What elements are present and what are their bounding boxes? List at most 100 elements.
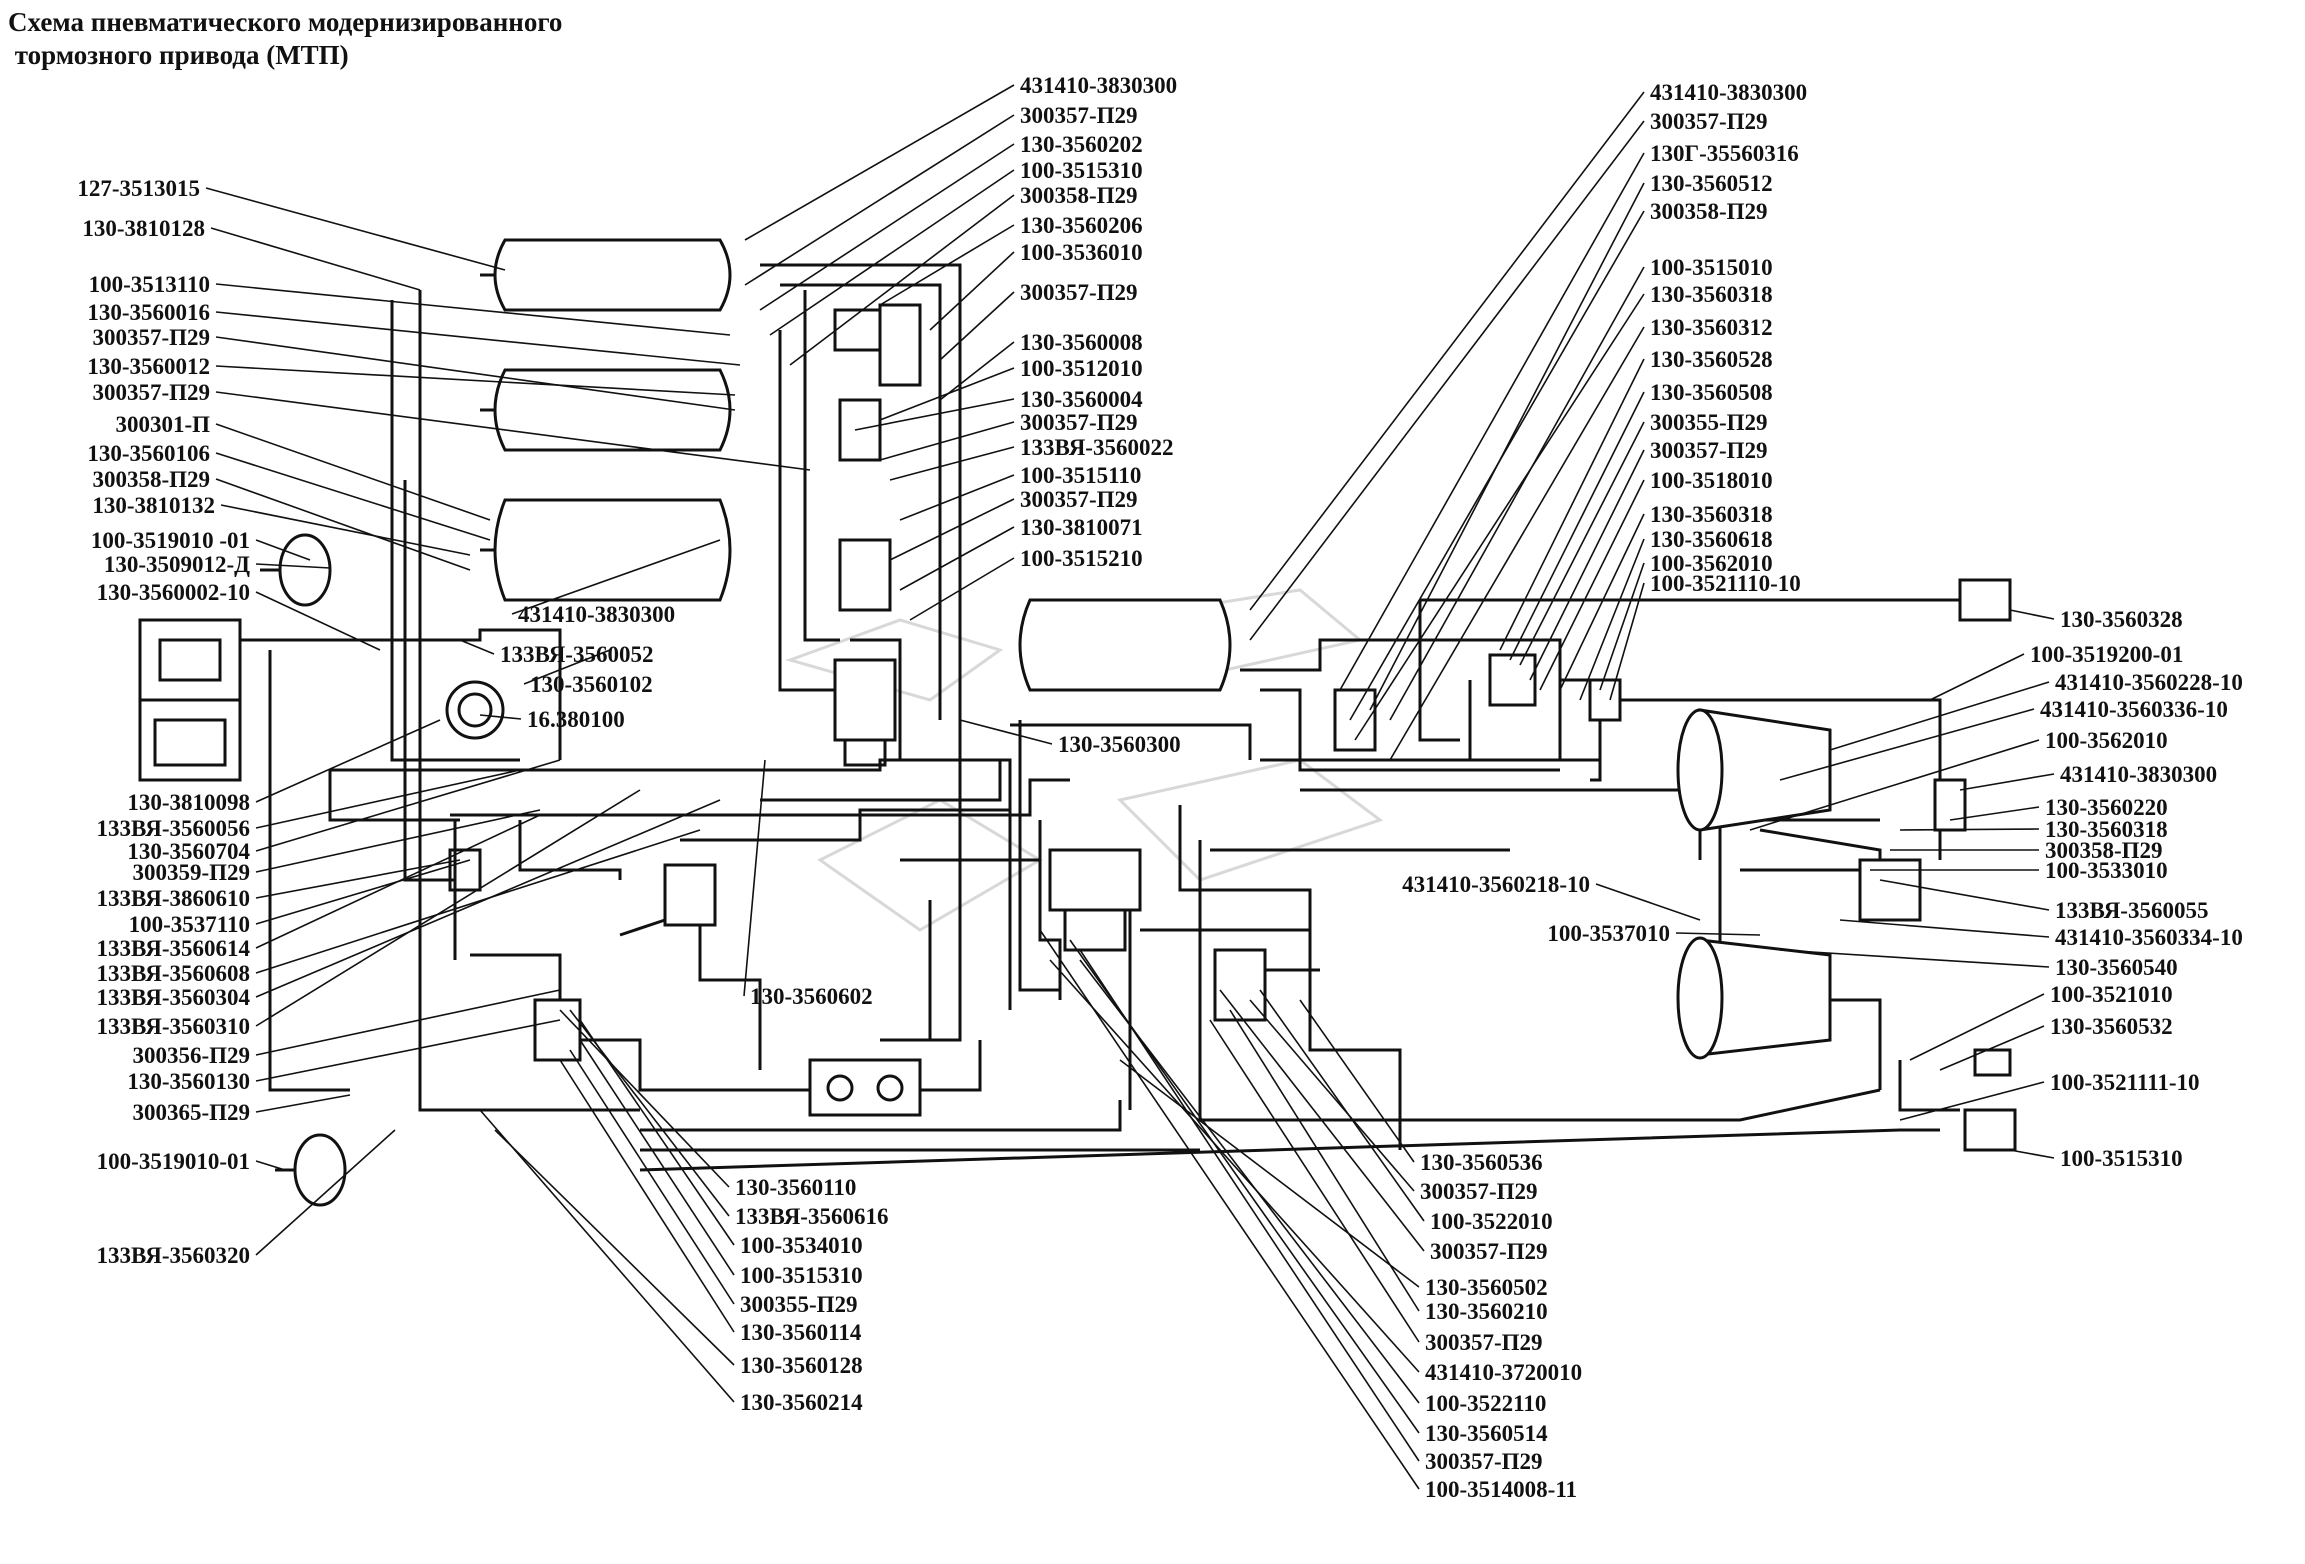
part-label: 300357-П29	[92, 325, 210, 350]
leader-line	[1839, 919, 2050, 938]
receiver-tank-1	[480, 238, 732, 312]
part-label: 100-3522110	[1425, 1391, 1546, 1416]
compressor	[138, 618, 242, 782]
leader-line	[1249, 91, 1645, 611]
leader-line	[1219, 989, 1425, 1252]
part-label: 133ВЯ-3560055	[2055, 898, 2208, 923]
leader-line	[255, 539, 311, 561]
leader-line	[255, 989, 561, 1056]
leader-line	[1529, 449, 1645, 681]
part-label: 130-3560300	[1058, 732, 1181, 757]
part-label: 130-3560220	[2045, 795, 2168, 820]
leader-line	[220, 504, 471, 556]
part-label: 300358-П29	[2045, 838, 2163, 863]
part-label: 130-3560508	[1650, 380, 1773, 405]
leader-line	[769, 169, 1015, 336]
leader-line	[1039, 929, 1420, 1490]
part-label: 130-3560512	[1650, 171, 1773, 196]
leader-line	[511, 539, 721, 615]
part-label: 431410-3560336-10	[2040, 697, 2228, 722]
part-label: 130-3560328	[2060, 607, 2183, 632]
leader-line	[255, 809, 541, 873]
part-label: 130-3560214	[740, 1390, 863, 1415]
part-label: 100-3521010	[2050, 982, 2173, 1007]
leader-line	[1079, 949, 1420, 1462]
leader-line	[215, 365, 736, 396]
right-valve-2	[1488, 653, 1537, 707]
leader-line	[1899, 828, 2040, 831]
part-labels: 127-3513015130-3810128100-3513110130-356…	[77, 73, 2243, 1502]
components	[138, 238, 2017, 1207]
part-label: 130-3810098	[127, 790, 250, 815]
part-label: 130-3560012	[87, 354, 210, 379]
leader-line	[479, 1109, 735, 1403]
part-label: 100-3521110-10	[1650, 571, 1801, 596]
leader-line	[494, 1129, 735, 1366]
leader-line	[2009, 609, 2055, 620]
part-label: 431410-3830300	[518, 602, 675, 627]
leader-line	[569, 1049, 735, 1305]
part-label: 130-3560528	[1650, 347, 1773, 372]
part-label: 100-3536010	[1020, 240, 1143, 265]
part-label: 100-3515310	[2060, 1146, 2183, 1171]
part-label: 130-3560502	[1425, 1275, 1548, 1300]
leader-line	[255, 591, 381, 651]
receiver-tank-3	[480, 498, 732, 602]
leader-line	[744, 84, 1015, 241]
trailer-coupling-mid	[1973, 1048, 2012, 1077]
part-label: 100-3534010	[740, 1233, 863, 1258]
leader-line	[1599, 562, 1645, 691]
part-label: 130-3560106	[87, 441, 210, 466]
part-label: 133ВЯ-3560320	[97, 1243, 250, 1268]
leader-line	[255, 789, 641, 1027]
part-label: 300357-П29	[1420, 1179, 1538, 1204]
part-label: 431410-3560228-10	[2055, 670, 2243, 695]
central-valve	[1048, 848, 1142, 952]
leader-line	[879, 367, 1015, 421]
leader-line	[1779, 949, 2050, 968]
front-brake-chamber	[260, 533, 332, 607]
four-circuit-valve	[808, 1058, 922, 1117]
part-label: 130-3560206	[1020, 213, 1143, 238]
leader-line	[215, 478, 471, 571]
part-label: 130-3560128	[740, 1353, 863, 1378]
part-label: 300359-П29	[132, 860, 250, 885]
leader-line	[899, 526, 1015, 591]
part-label: 133ВЯ-3560056	[97, 816, 250, 841]
part-label: 300357-П29	[1425, 1330, 1543, 1355]
part-label: 130-3560318	[2045, 817, 2168, 842]
part-label: 100-3537110	[129, 912, 250, 937]
part-label: 130-3560114	[740, 1320, 862, 1345]
part-label: 16.380100	[527, 707, 625, 732]
right-valve-3	[1588, 678, 1622, 722]
leader-line	[1939, 1025, 2045, 1071]
leader-line	[479, 714, 522, 720]
leader-line	[1259, 989, 1425, 1222]
leader-line	[879, 224, 1015, 306]
part-label: 100-3562010	[2045, 728, 2168, 753]
part-label: 130-3560002-10	[97, 580, 250, 605]
leader-line	[743, 759, 766, 997]
part-label: 130-3560130	[127, 1069, 250, 1094]
leader-line	[459, 639, 495, 655]
part-label: 100-3515310	[740, 1263, 863, 1288]
leader-line	[939, 291, 1015, 361]
upper-valve-cluster	[833, 303, 922, 612]
part-label: 130-3560514	[1425, 1421, 1548, 1446]
leader-line	[255, 829, 701, 974]
part-label: 130-3560318	[1650, 502, 1773, 527]
part-label: 133ВЯ-3860610	[97, 886, 250, 911]
leader-line	[255, 859, 461, 899]
part-label: 130-3560016	[87, 300, 210, 325]
leader-line	[255, 1094, 351, 1113]
hand-valve	[619, 863, 717, 937]
leader-line	[1499, 358, 1645, 651]
part-label: 431410-3830300	[2060, 762, 2217, 787]
leader-line	[1229, 1009, 1420, 1312]
part-label: 100-3515310	[1020, 158, 1143, 183]
part-label: 133ВЯ-3560052	[500, 642, 653, 667]
leader-line	[1609, 582, 1645, 701]
part-label: 133ВЯ-3560608	[97, 961, 250, 986]
leader-line	[255, 814, 541, 949]
